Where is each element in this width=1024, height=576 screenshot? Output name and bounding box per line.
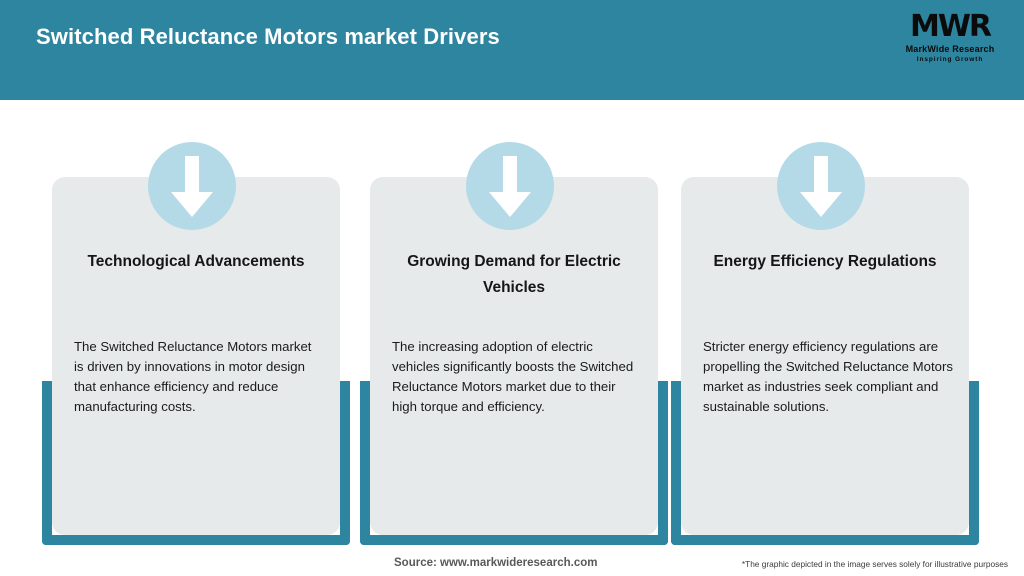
card-frame-accent [671,381,979,545]
down-arrow-icon [489,156,531,217]
driver-card[interactable]: Technological Advancements The Switched … [52,177,340,535]
disclaimer-note: *The graphic depicted in the image serve… [741,559,1008,569]
card-frame-accent [42,381,350,545]
card-title: Growing Demand for Electric Vehicles [407,253,621,296]
card-body-text: The Switched Reluctance Motors market is… [74,339,312,414]
driver-cards-row: Technological Advancements The Switched … [0,100,1024,550]
markwide-research-logo: MWR MarkWide Research Inspiring Growth [898,10,1002,68]
driver-card[interactable]: Growing Demand for Electric Vehicles The… [370,177,658,535]
source-label: Source: www.markwideresearch.com [394,557,598,569]
page-title: Switched Reluctance Motors market Driver… [36,24,500,49]
driver-column-3: Energy Efficiency Regulations Stricter e… [665,100,985,550]
card-frame-accent [360,381,668,545]
card-body-text: The increasing adoption of electric vehi… [392,339,634,414]
logo-monogram-icon: MWR [909,9,992,44]
driver-column-2: Growing Demand for Electric Vehicles The… [354,100,674,550]
driver-column-1: Technological Advancements The Switched … [36,100,356,550]
logo-company-name: MarkWide Research [905,44,995,54]
logo-tagline: Inspiring Growth [916,56,984,63]
card-body-text: Stricter energy efficiency regulations a… [703,339,953,414]
card-title: Energy Efficiency Regulations [713,253,937,270]
down-arrow-icon [171,156,213,217]
header-bar: Switched Reluctance Motors market Driver… [0,0,1024,100]
down-arrow-icon [800,156,842,217]
driver-card[interactable]: Energy Efficiency Regulations Stricter e… [681,177,969,535]
card-title: Technological Advancements [87,253,305,270]
